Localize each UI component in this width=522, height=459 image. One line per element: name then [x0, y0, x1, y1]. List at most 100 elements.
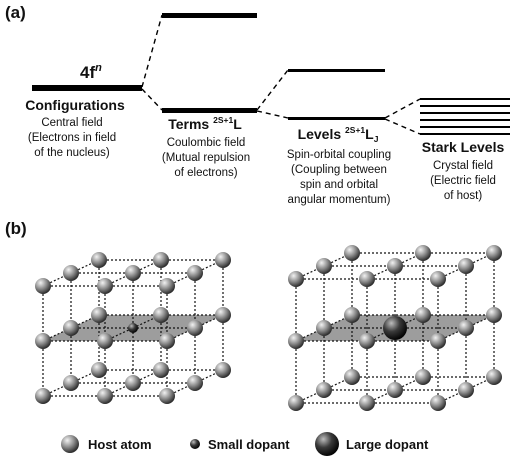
host-atom: [486, 307, 502, 323]
connector-line: [384, 118, 421, 135]
host-atom: [288, 333, 304, 349]
connector-line: [141, 14, 163, 88]
host-atom: [486, 245, 502, 261]
host-atom: [415, 369, 431, 385]
host-atom: [97, 388, 113, 404]
host-atom: [316, 320, 332, 336]
levels-title: Levels 2S+1LJ: [298, 125, 379, 144]
host-atom: [430, 333, 446, 349]
configurations-desc-line: (Electrons in field: [28, 132, 116, 144]
legend-host-atom-label: Host atom: [88, 437, 152, 452]
host-atom: [125, 265, 141, 281]
legend: Host atom Small dopant Large dopant: [61, 432, 429, 456]
stark-level-bar: [420, 98, 510, 100]
level-connectors: [141, 14, 421, 135]
stark-title: Stark Levels: [422, 139, 505, 155]
terms-desc-line: (Mutual repulsion: [162, 152, 250, 164]
host-atom: [187, 265, 203, 281]
stark-level-bar: [420, 133, 510, 135]
host-atom: [153, 307, 169, 323]
host-atom: [91, 362, 107, 378]
connector-line: [141, 88, 163, 111]
host-atom: [159, 388, 175, 404]
stark-desc-line: (Electric field: [430, 175, 496, 187]
lattice-large-dopant: [288, 245, 502, 411]
host-atom: [458, 320, 474, 336]
host-atom: [458, 258, 474, 274]
host-atom: [458, 382, 474, 398]
host-atom: [159, 278, 175, 294]
host-atom: [486, 369, 502, 385]
host-atom: [153, 362, 169, 378]
host-atom: [415, 307, 431, 323]
lattice-small-dopant: [35, 252, 231, 404]
host-atom: [35, 333, 51, 349]
host-atom: [63, 265, 79, 281]
terms-label-group: Terms 2S+1L Coulombic field (Mutual repu…: [162, 115, 250, 179]
host-atom: [344, 307, 360, 323]
small-dopant-icon: [190, 439, 200, 449]
large-dopant-atom: [383, 316, 407, 340]
stark-level-bar: [420, 126, 510, 128]
levels-desc-line: angular momentum): [288, 194, 391, 206]
legend-large-dopant-label: Large dopant: [346, 437, 429, 452]
configurations-desc-line: of the nucleus): [34, 147, 110, 159]
host-atom: [63, 375, 79, 391]
levels-desc-line: spin and orbital: [300, 179, 378, 191]
host-atom: [91, 307, 107, 323]
host-atom: [288, 395, 304, 411]
term-level-lower-bar: [162, 108, 257, 113]
host-atom: [359, 271, 375, 287]
host-atom: [125, 375, 141, 391]
host-atom: [215, 307, 231, 323]
terms-title: Terms 2S+1L: [168, 115, 242, 132]
host-atom: [415, 245, 431, 261]
stark-desc-line: Crystal field: [433, 160, 493, 172]
level-upper-bar: [288, 69, 385, 72]
host-atom: [97, 333, 113, 349]
host-atom: [359, 333, 375, 349]
stark-level-bar: [420, 119, 510, 121]
host-atom: [159, 333, 175, 349]
levels-label-group: Levels 2S+1LJ Spin-orbital coupling (Cou…: [287, 125, 391, 206]
configurations-label-group: Configurations Central field (Electrons …: [25, 97, 125, 159]
host-atom: [316, 258, 332, 274]
terms-desc-line: of electrons): [174, 167, 237, 179]
energy-level-diagram: (a) 4fn Configurations: [5, 3, 510, 206]
host-atom: [187, 320, 203, 336]
host-atom: [316, 382, 332, 398]
host-atom: [215, 252, 231, 268]
host-atom: [97, 278, 113, 294]
host-atom: [344, 245, 360, 261]
term-level-upper-bar: [162, 13, 257, 18]
stark-desc-line: of host): [444, 190, 483, 202]
host-atom: [35, 388, 51, 404]
configuration-term: 4fn: [80, 62, 102, 82]
legend-small-dopant-label: Small dopant: [208, 437, 290, 452]
panel-a-label: (a): [5, 3, 26, 22]
configurations-title: Configurations: [25, 97, 125, 113]
host-atom-icon: [61, 435, 79, 453]
host-atom: [359, 395, 375, 411]
energy-level-bars: [32, 13, 510, 135]
host-atom: [430, 395, 446, 411]
stark-level-bar: [420, 112, 510, 114]
host-atom: [288, 271, 304, 287]
host-atom: [35, 278, 51, 294]
host-atom: [430, 271, 446, 287]
large-dopant-icon: [315, 432, 339, 456]
host-atom: [63, 320, 79, 336]
host-atom: [153, 252, 169, 268]
small-dopant-atom: [128, 323, 138, 333]
connector-line: [256, 69, 289, 111]
stark-label-group: Stark Levels Crystal field (Electric fie…: [422, 139, 505, 202]
levels-desc-line: Spin-orbital coupling: [287, 149, 391, 161]
host-atom: [387, 382, 403, 398]
configuration-level-bar: [32, 85, 142, 91]
levels-desc-line: (Coupling between: [291, 164, 387, 176]
connector-line: [384, 98, 421, 119]
host-atom: [387, 258, 403, 274]
host-atom: [91, 252, 107, 268]
terms-desc-line: Coulombic field: [167, 137, 246, 149]
